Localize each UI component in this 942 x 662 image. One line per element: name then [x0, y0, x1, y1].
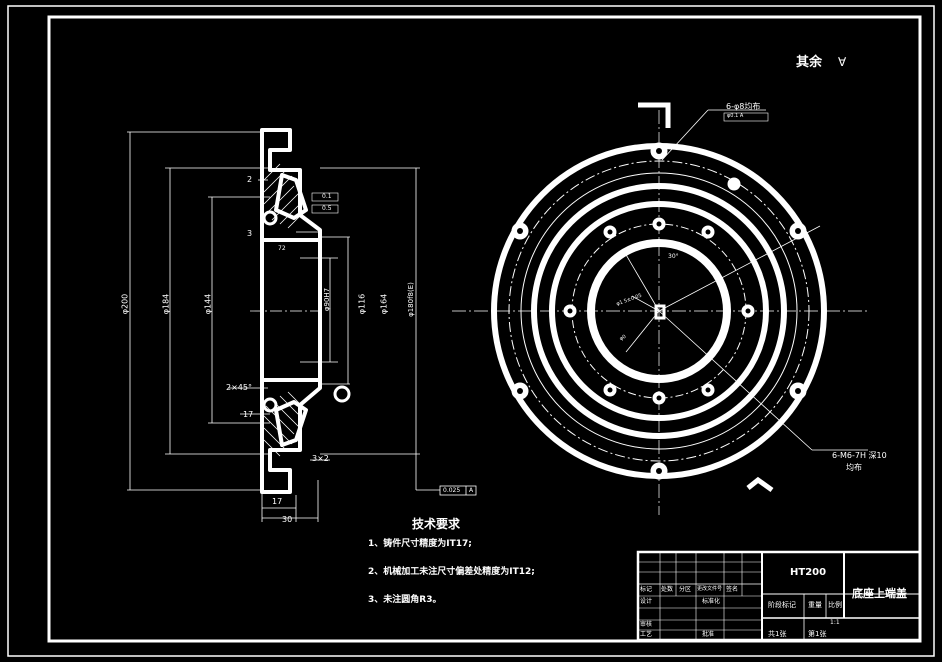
dim-3x2: 3×2: [312, 454, 329, 463]
dim-d184: φ184: [161, 293, 171, 315]
callout-angle: 30°: [668, 253, 679, 260]
tb-standard: 标准化: [702, 598, 721, 605]
tb-sign: 签名: [726, 586, 739, 593]
fcf-bottom: 0.025: [443, 487, 461, 494]
dim-r72: 72: [278, 245, 286, 252]
callout-holes-8: 6-φ8均布: [726, 102, 761, 111]
tb-scale: 比例: [828, 601, 842, 609]
tb-scale-val: 1:1: [830, 619, 840, 626]
tb-zone: 分区: [679, 586, 692, 593]
tb-sheet-no: 第1张: [808, 630, 827, 638]
requirement-2: 2、机械加工未注尺寸偏差处精度为IT12;: [368, 567, 535, 577]
dim-d180: φ180f8(E): [406, 282, 415, 317]
dim-d116: φ116: [357, 293, 367, 315]
requirement-3: 3、未注圆角R3。: [368, 595, 442, 605]
dim-d90: φ90H7: [323, 287, 332, 312]
tb-weight: 重量: [808, 601, 822, 609]
dim-three-top: 3: [247, 229, 253, 238]
requirement-1: 1、铸件尺寸精度为IT17;: [368, 539, 472, 549]
section-view: [127, 128, 477, 522]
dim-30: 30: [282, 515, 293, 524]
dim-d164: φ164: [379, 293, 389, 315]
dim-d144: φ144: [203, 293, 213, 315]
top-tab: [638, 102, 671, 128]
tb-stage: 阶段标记: [768, 601, 796, 609]
datum-a: A: [469, 487, 474, 494]
callout-holes-tol: φ0.1 A: [727, 113, 744, 119]
tb-review: 审核: [640, 621, 653, 628]
tb-mark: 标记: [640, 586, 653, 593]
dim-tol2: 0.5: [322, 205, 332, 212]
surface-symbol: ∀: [838, 55, 847, 69]
surface-note: 其余: [796, 55, 823, 70]
dim-17a: 17: [243, 410, 254, 419]
tb-sheets: 共1张: [768, 630, 787, 638]
tb-count: 处数: [661, 586, 674, 593]
dim-tol1: 0.1: [322, 193, 332, 200]
dim-chamfer: 2×45°: [226, 383, 252, 392]
title-block-grid: [636, 550, 922, 642]
part-name: 底座上端盖: [852, 587, 907, 600]
dim-two: 2: [247, 175, 253, 184]
dim-d200: φ200: [120, 293, 130, 315]
inner-frame: [47, 15, 922, 643]
bottom-tab: [746, 476, 774, 493]
dim-17b: 17: [272, 497, 283, 506]
tb-approve: 批准: [702, 631, 715, 638]
outer-frame: [7, 5, 935, 657]
material: HT200: [790, 567, 827, 578]
tb-design: 设计: [640, 598, 653, 605]
plan-view: [452, 109, 868, 515]
tb-process: 工艺: [640, 631, 653, 638]
requirements-title: 技术要求: [412, 517, 461, 531]
callout-threads-2: 均布: [846, 463, 862, 472]
tb-change-doc: 更改文件号: [697, 586, 723, 592]
callout-threads-1: 6-M6-7H 深10: [832, 451, 887, 460]
